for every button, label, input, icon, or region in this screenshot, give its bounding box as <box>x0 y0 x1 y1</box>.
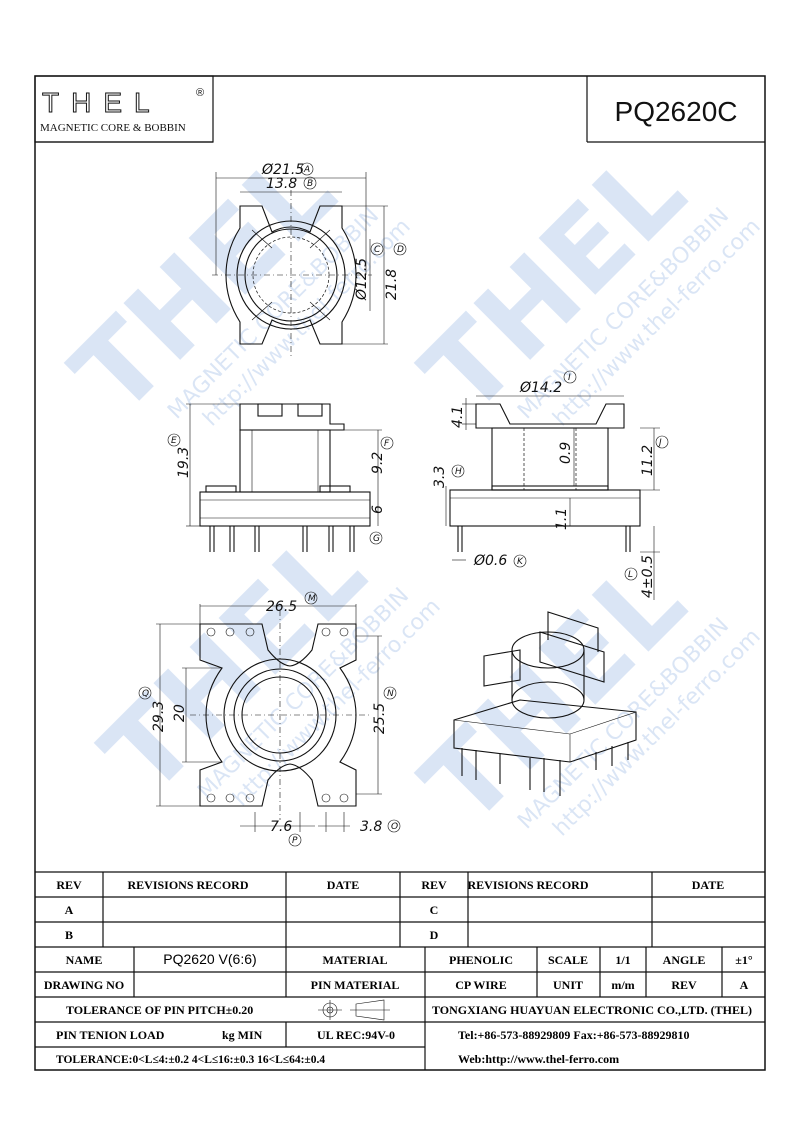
dim-l-label: L <box>628 570 633 580</box>
pitch-tolerance: TOLERANCE OF PIN PITCH±0.20 <box>66 1003 253 1017</box>
sheet-border <box>34 75 766 1071</box>
dim-g-value: 6 <box>370 505 386 514</box>
dim-e-value: 19.3 <box>176 447 192 478</box>
dim-m-value: 26.5 <box>266 599 297 615</box>
company-name: TONGXIANG HUAYUAN ELECTRONIC CO.,LTD. (T… <box>432 1003 752 1017</box>
dim-a-value: Ø21.5 <box>261 162 304 178</box>
angle-label: ANGLE <box>663 953 706 967</box>
isometric-view <box>453 611 637 796</box>
tel-fax: Tel:+86-573-88929809 Fax:+86-573-8892981… <box>458 1028 690 1042</box>
material-label: MATERIAL <box>322 953 387 967</box>
projection-symbol <box>318 999 390 1021</box>
pin-tension-label: PIN TENION LOAD <box>56 1028 165 1042</box>
dim-a-label: A <box>303 165 310 175</box>
dim-h-label: H <box>455 467 462 477</box>
dim-g-label: G <box>373 534 380 544</box>
watermark-lower-left: THEL MAGNETIC CORE&BOBBIN http://www.the… <box>78 507 446 818</box>
rev-row-d: D <box>430 928 439 942</box>
dim-o-label: O <box>391 822 398 832</box>
part-number-block: PQ2620C <box>586 76 765 143</box>
dim-f-value: 9.2 <box>370 452 386 474</box>
dim-b-label: B <box>307 179 313 189</box>
rev-row-b: B <box>65 928 73 942</box>
dim-j-value: 11.2 <box>640 445 656 476</box>
unit-label: UNIT <box>553 978 583 992</box>
dim-c-label: C <box>374 245 381 255</box>
dim-i-label: I <box>568 373 571 383</box>
part-number: PQ2620C <box>615 96 738 127</box>
dim-inner-value: 20 <box>172 704 188 722</box>
ul-rec: UL REC:94V-0 <box>317 1028 395 1042</box>
dim-q-label: Q <box>142 689 149 699</box>
revisions-header-right: REVISIONS RECORD <box>467 878 588 892</box>
dim-d-label: D <box>397 245 404 255</box>
dim-n-value: 25.5 <box>372 703 388 734</box>
dim-wall-value: 0.9 <box>558 442 574 464</box>
dim-h-value: 3.3 <box>432 466 448 488</box>
rev-header-left: REV <box>56 878 82 892</box>
pin-tension-unit: kg MIN <box>222 1028 263 1042</box>
dim-p-value: 7.6 <box>270 819 292 835</box>
dim-e-label: E <box>171 436 177 446</box>
top-view: Ø21.5 A 13.8 B Ø12.5 C 21.8 D <box>212 162 407 358</box>
pin-material-label: PIN MATERIAL <box>311 978 400 992</box>
revisions-header-left: REVISIONS RECORD <box>127 878 248 892</box>
scale-label: SCALE <box>548 953 588 967</box>
dim-j-label: J <box>657 438 662 448</box>
angle-value: ±1° <box>735 953 753 967</box>
bottom-view: 26.5 M 29.3 Q 20 25.5 N 7.6 P 3.8 O <box>138 591 401 847</box>
material-value: PHENOLIC <box>449 953 513 967</box>
dim-p-label: P <box>292 836 298 846</box>
rev-row-a: A <box>65 903 74 917</box>
dim-m-label: M <box>308 594 316 604</box>
general-tolerance: TOLERANCE:0<L≤4:±0.2 4<L≤16:±0.3 16<L≤64… <box>56 1054 325 1066</box>
front-view: 19.3 E 9.2 F 6 G <box>167 403 394 552</box>
unit-value: m/m <box>611 978 634 992</box>
dim-n-label: N <box>387 689 394 699</box>
logo-text: THEL <box>42 87 162 118</box>
dim-flange-value: 1.1 <box>554 508 570 530</box>
dim-lip-value: 4.1 <box>450 406 466 428</box>
logo-tagline: MAGNETIC CORE & BOBBIN <box>40 122 186 134</box>
dim-c-value: Ø12.5 <box>354 258 370 301</box>
dim-k-value: Ø0.6 <box>473 553 507 569</box>
date-header-left: DATE <box>327 878 359 892</box>
name-value: PQ2620 V(6:6) <box>163 951 256 967</box>
rev-label: REV <box>671 978 697 992</box>
dim-f-label: F <box>384 439 390 449</box>
dim-i-value: Ø14.2 <box>519 380 562 396</box>
rev-value: A <box>740 978 749 992</box>
dim-l-value: 4±0.5 <box>640 555 656 598</box>
date-header-right: DATE <box>692 878 724 892</box>
scale-value: 1/1 <box>615 953 630 967</box>
name-label: NAME <box>66 953 103 967</box>
watermark-lower-right: THEL MAGNETIC CORE&BOBBIN http://www.the… <box>398 537 766 848</box>
dim-o-value: 3.8 <box>360 819 382 835</box>
dim-d-value: 21.8 <box>384 269 400 300</box>
dim-q-value: 29.3 <box>151 701 167 732</box>
registered-mark: ® <box>196 87 204 99</box>
rev-header-right: REV <box>421 878 447 892</box>
rev-row-c: C <box>430 903 439 917</box>
website: Web:http://www.thel-ferro.com <box>458 1052 619 1066</box>
title-block: REV REVISIONS RECORD DATE REV REVISIONS … <box>35 871 765 1070</box>
dim-k-label: K <box>517 557 524 567</box>
dim-b-value: 13.8 <box>266 176 297 192</box>
pin-material-value: CP WIRE <box>455 978 506 992</box>
logo-block: THEL ® MAGNETIC CORE & BOBBIN <box>34 75 214 143</box>
drawing-no-label: DRAWING NO <box>44 978 124 992</box>
section-view: Ø14.2 I 4.1 0.9 11.2 J 3.3 H 1.1 Ø0.6 K … <box>432 370 669 600</box>
